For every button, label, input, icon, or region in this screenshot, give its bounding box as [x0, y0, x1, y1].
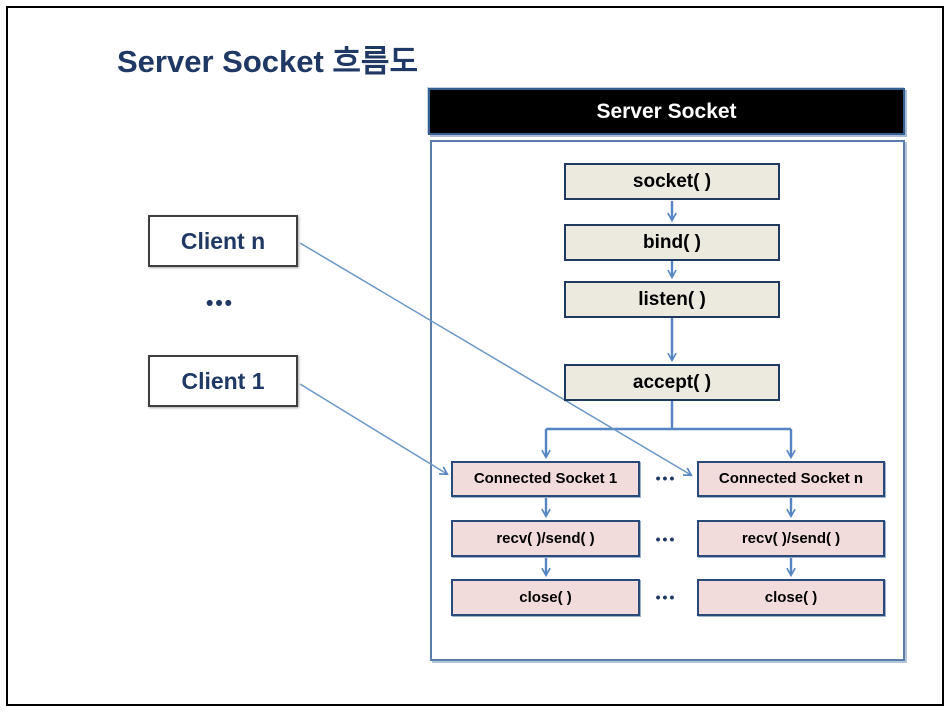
close-n-box: close( ) — [697, 579, 885, 616]
flow-box-socket: socket( ) — [564, 163, 780, 200]
flow-box-accept: accept( ) — [564, 364, 780, 401]
client-n-box: Client n — [148, 215, 298, 267]
flow-box-listen: listen( ) — [564, 281, 780, 318]
server-socket-header-label: Server Socket — [596, 100, 737, 123]
server-socket-header: Server Socket — [428, 88, 905, 135]
close-1-box: close( ) — [451, 579, 640, 616]
column-ellipsis-row-close: ••• — [655, 589, 677, 605]
outer-frame — [6, 6, 944, 706]
connected-socket-n-box: Connected Socket n — [697, 461, 885, 497]
recv-send-n-box: recv( )/send( ) — [697, 520, 885, 557]
connected-socket-1-box: Connected Socket 1 — [451, 461, 640, 497]
column-ellipsis-row-connected: ••• — [655, 470, 677, 486]
page-title: Server Socket 흐름도 — [117, 44, 418, 79]
column-ellipsis-row-recv-send: ••• — [655, 531, 677, 547]
clients-ellipsis: ••• — [205, 292, 235, 315]
recv-send-1-box: recv( )/send( ) — [451, 520, 640, 557]
client-1-box: Client 1 — [148, 355, 298, 407]
flow-box-bind: bind( ) — [564, 224, 780, 261]
